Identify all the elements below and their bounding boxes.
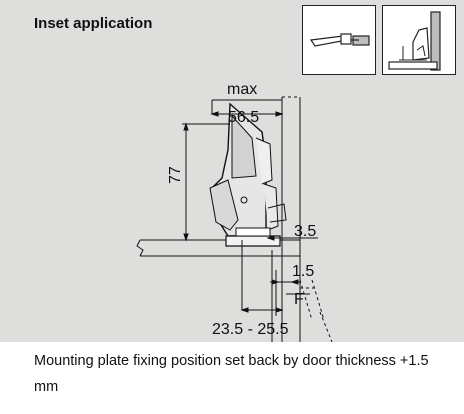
- header-panel: Inset application: [0, 0, 464, 80]
- hinge-dimension-drawing: max 56.5 77 3.5 1.5 F 23.5 - 25.5: [0, 80, 464, 342]
- height-dimension-label: 77: [167, 166, 184, 184]
- range-dimension-label: 23.5 - 25.5: [212, 321, 289, 338]
- hinge-side-view-icon: [382, 5, 456, 75]
- gap-dimension-label: 1.5: [292, 263, 314, 280]
- hinge-top-view-icon: [302, 5, 376, 75]
- max-label: max: [227, 81, 257, 98]
- width-dimension-label: 56.5: [228, 109, 259, 126]
- caption-panel: Mounting plate fixing position set back …: [0, 342, 464, 414]
- door-thickness-label: F: [294, 291, 304, 308]
- offset-dimension-label: 3.5: [294, 223, 316, 240]
- header-title: Inset application: [34, 15, 153, 32]
- caption-text: Mounting plate fixing position set back …: [34, 353, 429, 395]
